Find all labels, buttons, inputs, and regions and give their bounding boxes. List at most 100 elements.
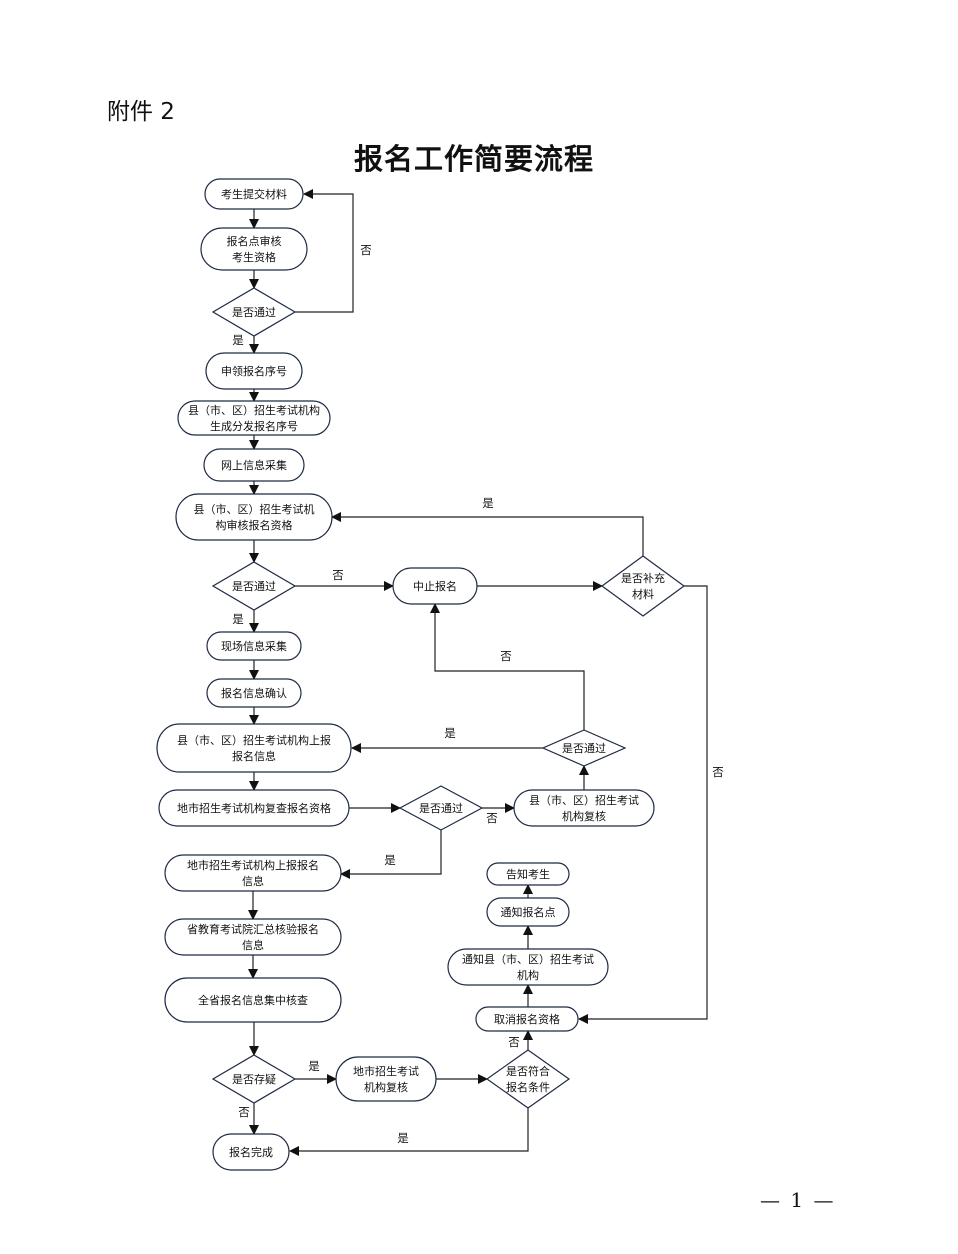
node-text: 是否存疑	[232, 1072, 276, 1086]
rounded-box-shape	[164, 977, 342, 1023]
node-text: 生成分发报名序号	[210, 419, 298, 433]
process-node: 报名完成	[212, 1133, 290, 1171]
diamond-shape	[398, 785, 484, 831]
node-text: 县（市、区）招生考试机构上报	[177, 733, 331, 747]
rounded-box-shape	[447, 948, 609, 986]
diamond-shape	[541, 729, 627, 767]
rounded-box-shape	[175, 493, 333, 541]
process-node: 考生提交材料	[204, 178, 304, 210]
node-text: 报名条件	[506, 1080, 550, 1094]
page-title: 报名工作简要流程	[353, 142, 594, 176]
edge-label: 是	[444, 726, 456, 740]
diamond-shape	[485, 1049, 571, 1109]
node-text: 地市招生考试	[353, 1064, 419, 1078]
node-text: 考生提交材料	[221, 187, 287, 201]
rounded-box-shape	[212, 1133, 290, 1171]
edge-label: 否	[500, 649, 512, 663]
node-text: 通知县（市、区）招生考试	[462, 952, 594, 966]
edge-label: 是	[384, 853, 396, 867]
connector-d7-n21	[289, 1108, 529, 1156]
node-text: 县（市、区）招生考试机构	[188, 403, 320, 417]
node-text: 省教育考试院汇总核验报名	[187, 922, 319, 936]
rounded-box-shape	[205, 352, 303, 390]
node-text: 是否符合	[506, 1064, 550, 1078]
rounded-box-shape	[335, 1056, 437, 1102]
edge-label: 是	[232, 333, 244, 347]
process-node: 现场信息采集	[206, 631, 302, 661]
edge-label: 否	[360, 243, 372, 257]
process-node: 报名信息确认	[206, 678, 302, 708]
connector-d3-n19	[578, 585, 708, 1024]
rounded-box-shape	[204, 178, 304, 210]
decision-node: 是否通过	[541, 729, 627, 767]
rounded-box-shape	[475, 1006, 579, 1032]
node-text: 机构复核	[364, 1080, 408, 1094]
process-node: 通知县（市、区）招生考试机构	[447, 948, 609, 986]
rounded-box-shape	[486, 862, 570, 886]
node-text: 是否通过	[232, 580, 276, 593]
edge-label: 否	[332, 568, 344, 582]
node-text: 是否通过	[419, 802, 463, 815]
node-text: 中止报名	[413, 579, 457, 593]
edge-label: 否	[712, 765, 724, 779]
rounded-box-shape	[177, 400, 331, 436]
process-node: 告知考生	[486, 862, 570, 886]
rounded-box-shape	[392, 567, 478, 605]
node-text: 材料	[632, 587, 654, 601]
process-node: 地市招生考试机构复查报名资格	[158, 789, 350, 827]
node-text: 告知考生	[506, 867, 550, 881]
node-text: 地市招生考试机构上报报名	[187, 858, 319, 872]
edge-label: 是	[308, 1059, 320, 1073]
node-text: 是否通过	[232, 306, 276, 319]
connector-d4-n7	[430, 603, 585, 730]
attachment-label: 附件 2	[107, 99, 175, 125]
diamond-shape	[211, 287, 297, 337]
node-text: 现场信息采集	[221, 639, 287, 653]
page-number: — 1 —	[760, 1188, 836, 1212]
decision-node: 是否通过	[211, 561, 297, 611]
node-text: 是否补充	[621, 571, 665, 585]
rounded-box-shape	[164, 918, 342, 956]
connector-d1-n1	[295, 189, 354, 313]
node-text: 机构复核	[562, 809, 606, 823]
decision-node: 是否通过	[211, 287, 297, 337]
process-node: 中止报名	[392, 567, 478, 605]
diamond-shape	[600, 555, 686, 617]
node-text: 报名信息确认	[221, 686, 287, 700]
node-text: 取消报名资格	[494, 1012, 560, 1026]
node-text: 县（市、区）招生考试机	[194, 502, 315, 516]
process-node: 取消报名资格	[475, 1006, 579, 1032]
node-text: 地市招生考试机构复查报名资格	[177, 801, 331, 815]
node-text: 是否通过	[562, 742, 606, 755]
edge-label: 否	[486, 811, 498, 825]
node-text: 信息	[242, 938, 264, 952]
rounded-box-shape	[164, 854, 342, 892]
decision-node: 是否通过	[398, 785, 484, 831]
process-node: 全省报名信息集中核查	[164, 977, 342, 1023]
node-text: 考生资格	[232, 250, 276, 264]
rounded-box-shape	[156, 723, 352, 773]
node-text: 报名完成	[229, 1145, 273, 1159]
connector-d3-n6	[331, 512, 644, 556]
node-text: 申领报名序号	[221, 364, 287, 378]
diamond-shape	[211, 1054, 297, 1104]
rounded-box-shape	[203, 448, 305, 482]
process-node: 网上信息采集	[203, 448, 305, 482]
node-text: 报名点审核	[227, 234, 282, 248]
node-text: 全省报名信息集中核查	[198, 993, 308, 1007]
rounded-box-shape	[206, 631, 302, 661]
node-text: 机构	[517, 968, 539, 982]
edge-label: 是	[482, 496, 494, 510]
connector-d5-n13	[340, 830, 442, 879]
